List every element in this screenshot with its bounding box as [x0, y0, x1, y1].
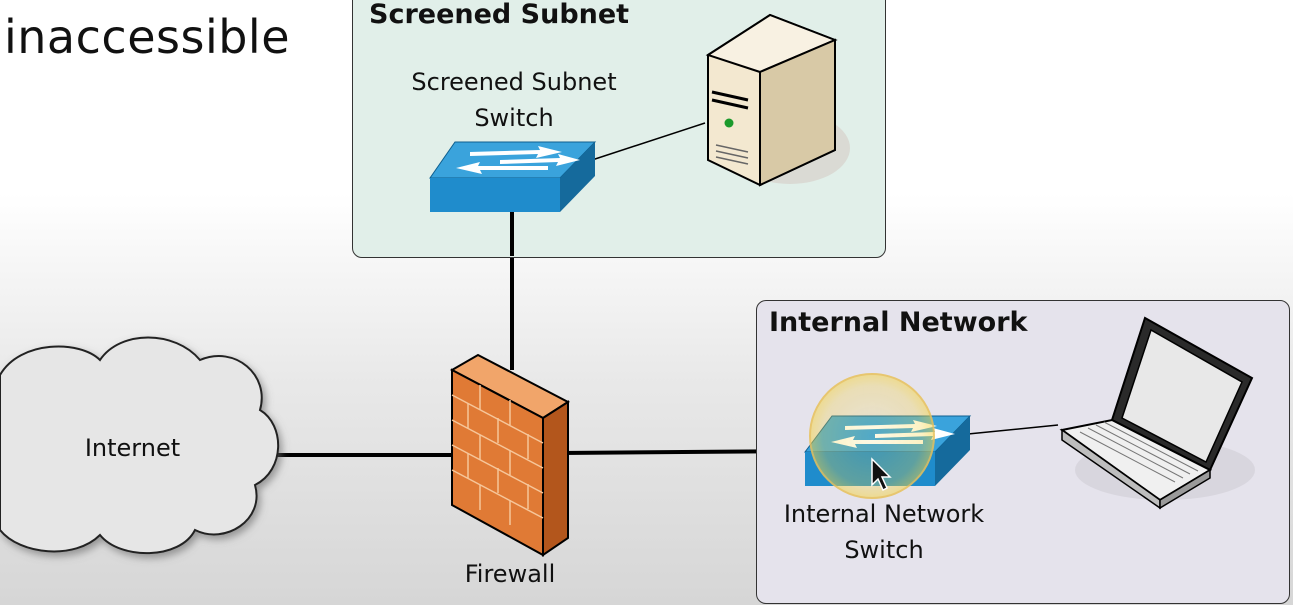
internal-switch-label: Internal Network Switch — [764, 496, 1004, 568]
screened-switch-label: Screened Subnet Switch — [394, 64, 634, 136]
internal-network-title: Internal Network — [769, 307, 1028, 338]
internal-switch-label-line1: Internal Network — [783, 500, 985, 528]
highlight-ring — [809, 373, 935, 499]
page-heading: inaccessible — [4, 10, 290, 64]
firewall-label: Firewall — [464, 560, 556, 588]
link-screened-switch-server — [591, 122, 706, 161]
screened-subnet-title: Screened Subnet — [369, 0, 630, 30]
internal-switch-label-line2: Switch — [844, 536, 924, 564]
screened-switch-label-line1: Screened Subnet — [411, 68, 617, 96]
screened-switch-label-line2: Switch — [474, 104, 554, 132]
link-internal-switch-laptop — [967, 424, 1059, 435]
mouse-cursor-icon — [871, 457, 892, 492]
internet-label: Internet — [84, 434, 181, 462]
